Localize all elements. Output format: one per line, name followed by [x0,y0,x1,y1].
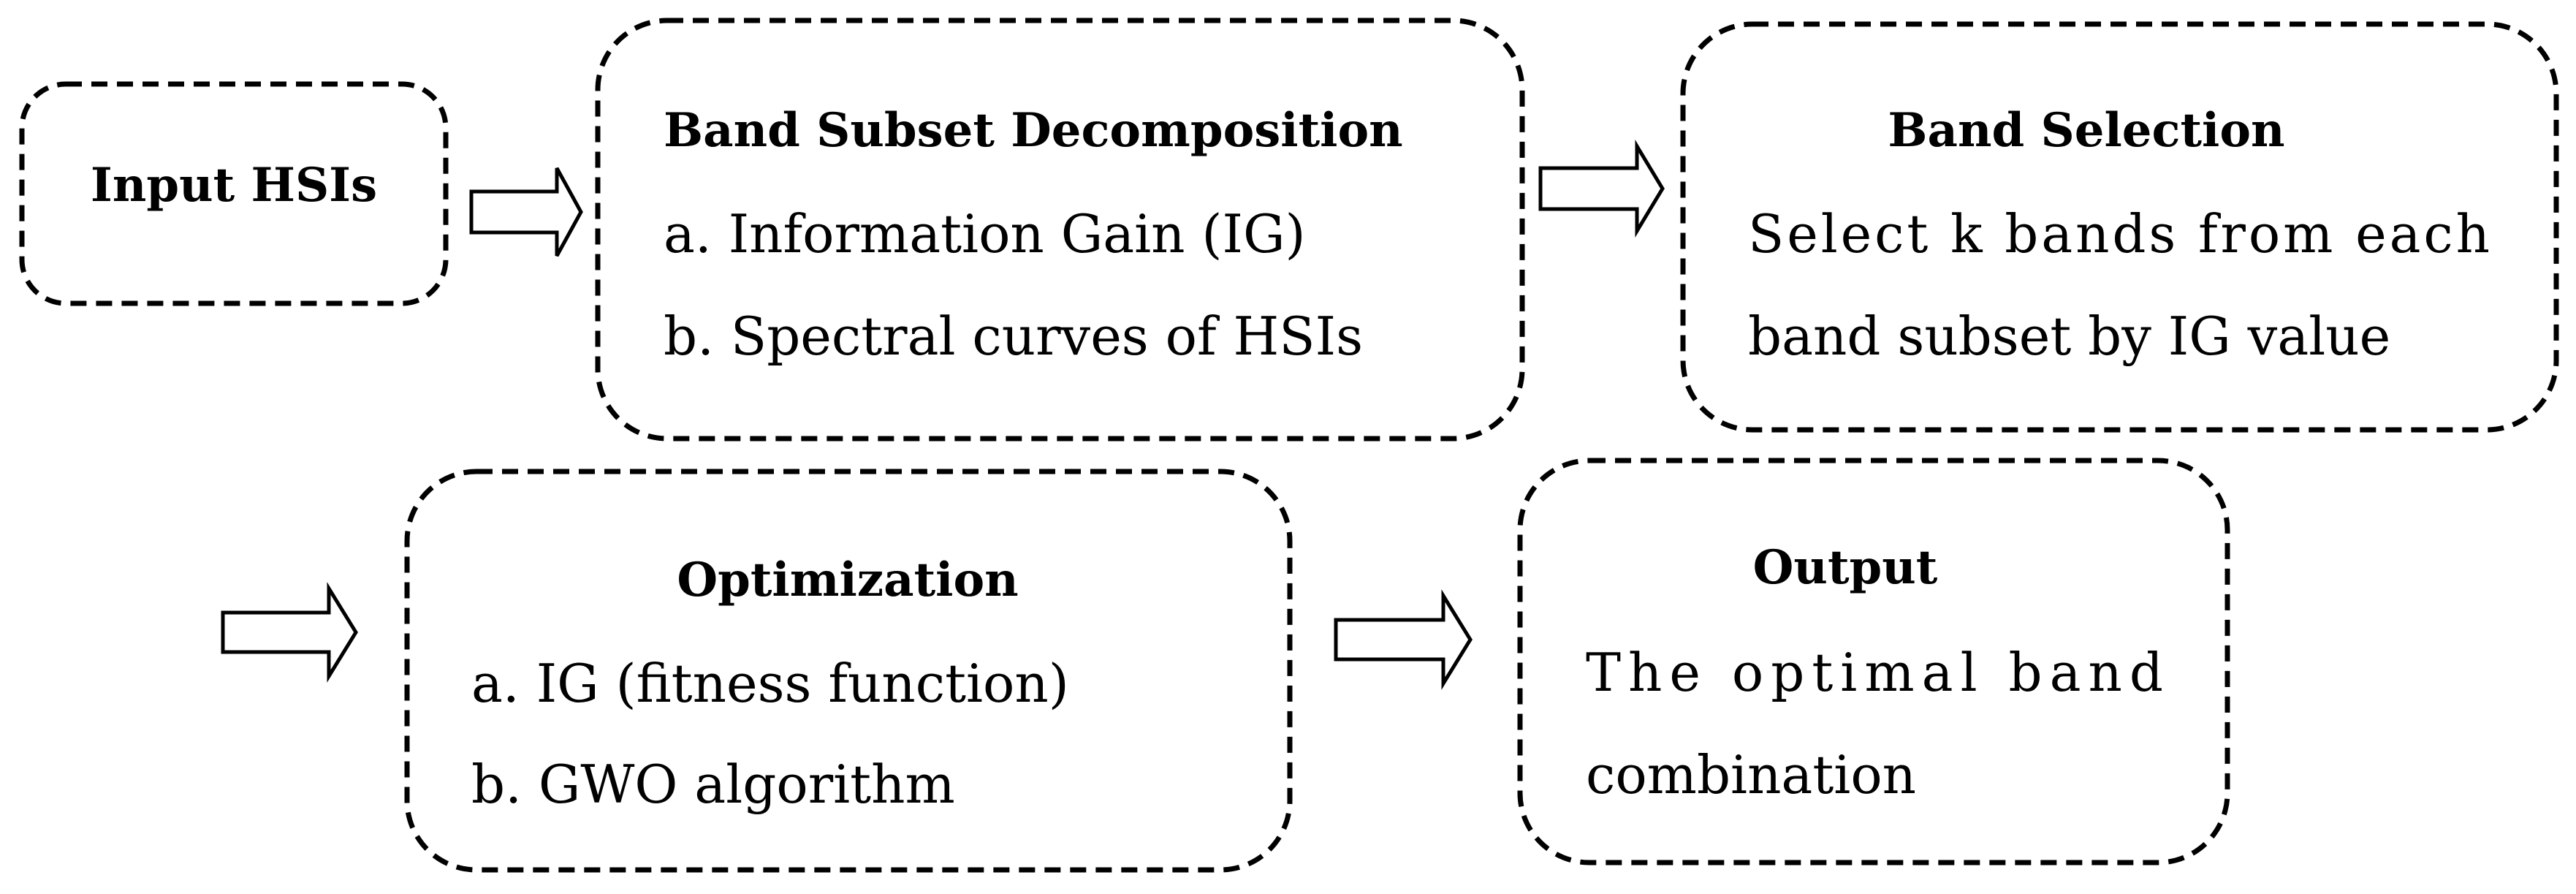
arrow-input-to-decomposition [469,167,583,257]
input-box-border [19,81,449,306]
selection-line-1: Select k bands from each [1748,203,2490,265]
output-line-2: combination [1586,744,1916,806]
decomposition-title: Band Subset Decomposition [664,103,1403,158]
input-box: Input HSIs [19,81,449,306]
selection-line-2: band subset by IG value [1748,306,2390,367]
optimization-box-border [404,469,1293,873]
arrow-into-optimization [221,582,358,683]
selection-box: Band Selection Select k bands from each … [1680,21,2559,433]
arrow-decomposition-to-selection [1538,140,1665,238]
optimization-item-gwo-algorithm: b. GWO algorithm [471,754,955,815]
selection-box-border [1680,21,2559,433]
output-line-1: The optimal band [1586,642,2163,703]
output-box: Output The optimal band combination [1517,458,2230,865]
selection-title: Band Selection [1888,103,2284,158]
optimization-title: Optimization [677,553,1018,607]
output-title: Output [1753,540,1938,595]
optimization-box: Optimization a. IG (fitness function) b.… [404,469,1293,873]
arrow-optimization-to-output [1334,589,1473,690]
input-title: Input HSIs [91,158,377,213]
decomposition-item-information-gain: a. Information Gain (IG) [664,203,1306,265]
decomposition-item-spectral-curves: b. Spectral curves of HSIs [664,306,1363,367]
decomposition-box: Band Subset Decomposition a. Information… [595,18,1525,442]
output-box-border [1517,458,2230,865]
decomposition-box-border [595,18,1525,442]
optimization-item-fitness-function: a. IG (fitness function) [471,653,1069,714]
